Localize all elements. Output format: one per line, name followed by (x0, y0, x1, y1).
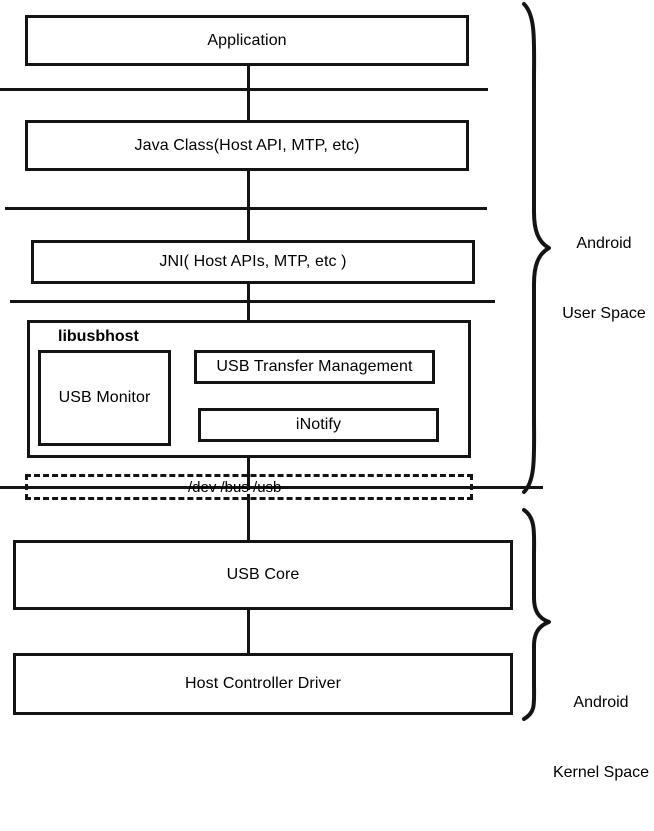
layer-separator-2 (5, 207, 487, 210)
connector-libusbhost-to-dev-bus-usb (247, 455, 250, 490)
box-libusbhost-label: libusbhost (58, 328, 139, 345)
box-usb-core-label: USB Core (226, 566, 300, 584)
box-usb-monitor-label: USB Monitor (58, 389, 151, 407)
box-java-class-label: Java Class(Host API, MTP, etc) (134, 136, 360, 154)
box-usb-monitor: USB Monitor (38, 350, 171, 446)
user-space-brace-icon (522, 2, 551, 494)
box-inotify-label: iNotify (295, 416, 342, 434)
connector-application-to-java-class (247, 65, 250, 123)
kernel-space-brace-icon (522, 508, 551, 721)
label-android-user-space-line1: Android (576, 235, 632, 253)
box-jni: JNI( Host APIs, MTP, etc ) (31, 240, 475, 284)
box-application: Application (25, 15, 469, 66)
label-android-user-space: Android User Space (556, 186, 652, 372)
label-android-kernel-space: Android Kernel Space (548, 645, 654, 831)
connector-java-class-to-jni (247, 170, 250, 243)
box-host-controller-driver: Host Controller Driver (13, 653, 513, 715)
label-android-kernel-space-line2: Kernel Space (552, 763, 650, 781)
architecture-diagram: Application Java Class(Host API, MTP, et… (0, 2, 652, 781)
connector-usb-core-to-host-controller-driver (247, 608, 250, 656)
label-android-kernel-space-line1: Android (573, 694, 629, 712)
box-usb-transfer-management: USB Transfer Management (194, 350, 435, 384)
box-inotify: iNotify (198, 408, 439, 442)
layer-separator-1 (0, 88, 488, 91)
box-usb-transfer-management-label: USB Transfer Management (216, 358, 413, 376)
box-jni-label: JNI( Host APIs, MTP, etc ) (159, 253, 347, 271)
user-kernel-boundary-line (0, 486, 543, 489)
label-android-user-space-line2: User Space (562, 304, 646, 322)
box-host-controller-driver-label: Host Controller Driver (184, 675, 341, 693)
box-java-class: Java Class(Host API, MTP, etc) (25, 120, 469, 171)
box-usb-core: USB Core (13, 540, 513, 610)
layer-separator-3 (10, 300, 495, 303)
dev-bus-usb-label: /dev /bus /usb (188, 479, 282, 496)
box-application-label: Application (207, 31, 287, 49)
connector-dev-bus-usb-to-usb-core (247, 494, 250, 543)
